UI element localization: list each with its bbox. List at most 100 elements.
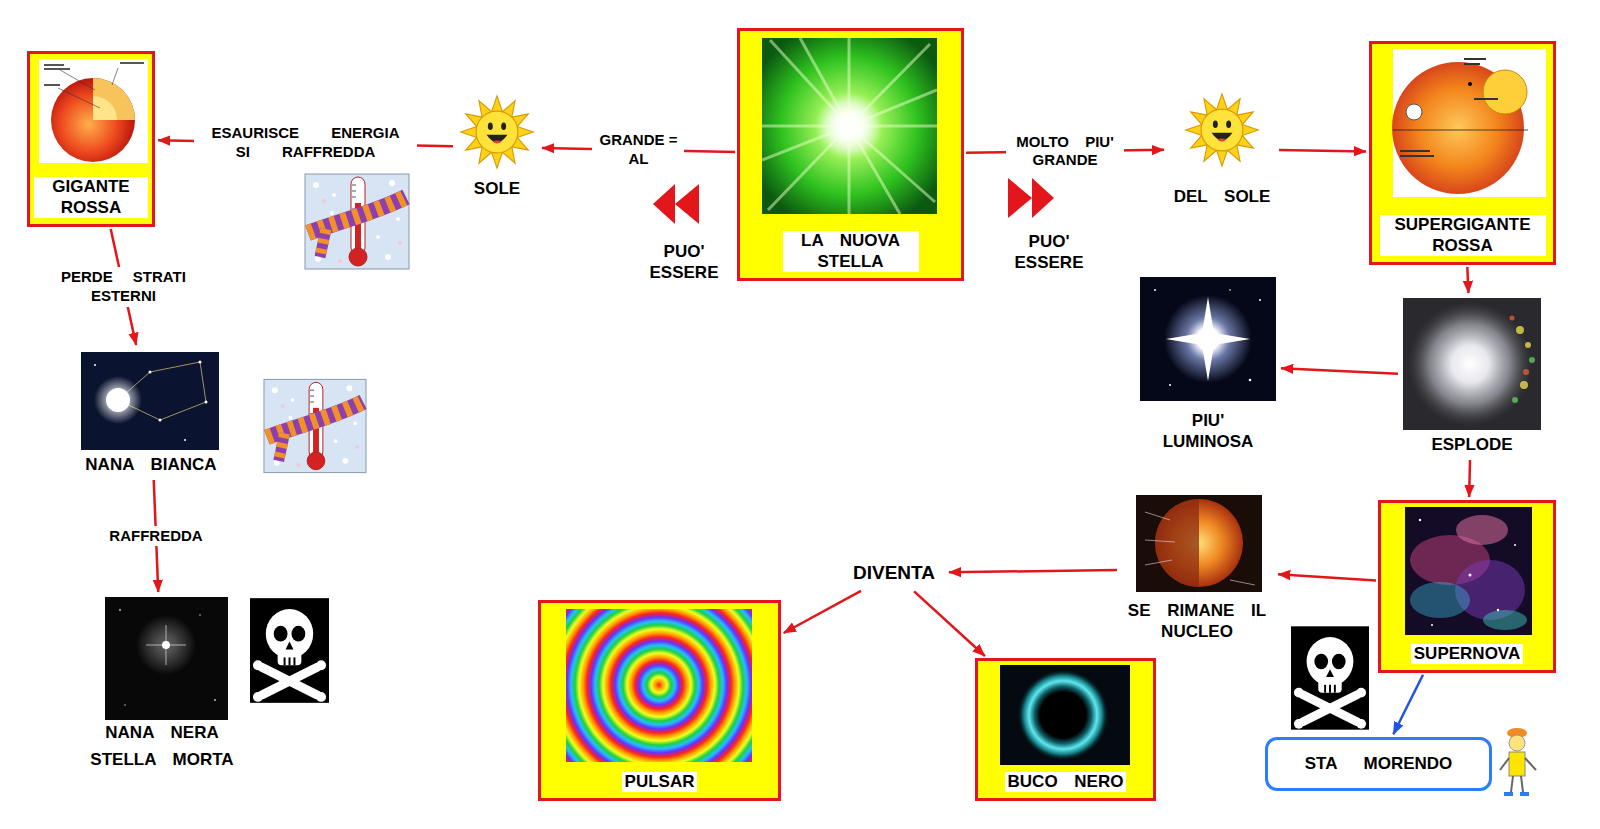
flow-arrow <box>784 591 861 633</box>
red-supergiant-picture <box>1464 58 1486 60</box>
new-star-picture <box>849 126 935 202</box>
supernova-picture <box>1405 507 1532 635</box>
new-star-picture <box>848 38 851 126</box>
skull-icon <box>1291 626 1369 729</box>
black-dwarf-picture <box>214 699 216 701</box>
red-supergiant-picture <box>1406 104 1422 120</box>
flow-arrow <box>1281 368 1398 373</box>
stage-caption: BUCO NERO <box>1005 772 1127 792</box>
pulsar-picture <box>566 609 752 762</box>
black-dwarf-picture <box>146 625 186 665</box>
red-supergiant-picture <box>1392 49 1546 197</box>
red-giant-picture <box>112 68 118 85</box>
supernova-picture <box>1483 610 1527 630</box>
flow-arrow <box>1278 574 1376 580</box>
forward-symbol <box>1008 178 1054 218</box>
supernova-picture <box>1455 560 1525 620</box>
supernova-picture <box>1419 519 1421 521</box>
stage-figure: PIU' LUMINOSA <box>1138 275 1278 455</box>
stage-caption: PULSAR <box>622 772 698 792</box>
bright-star-picture <box>1229 289 1231 291</box>
core-picture <box>1145 560 1172 565</box>
explosion-picture <box>1403 298 1541 430</box>
core-picture <box>1145 512 1255 585</box>
white-dwarf-picture <box>199 361 202 364</box>
white-dwarf-picture <box>94 376 142 424</box>
stage-figure: ESPLODE <box>1400 296 1544 458</box>
new-star-picture <box>849 44 930 126</box>
flow-arrow <box>1393 675 1423 735</box>
black-dwarf-picture <box>105 597 228 720</box>
explosion-picture <box>1516 326 1524 334</box>
stage-box: PULSAR <box>538 600 781 801</box>
red-giant-picture <box>44 64 64 66</box>
arrow-label: RAFFREDDA <box>105 526 206 547</box>
stage-caption: SUPERGIGANTE ROSSA <box>1380 215 1546 256</box>
black-dwarf-picture <box>162 641 170 649</box>
red-giant-picture <box>51 78 135 162</box>
stage-caption: DIVENTA <box>853 562 935 585</box>
white-dwarf-picture <box>106 388 130 412</box>
black-hole-picture <box>1000 665 1130 765</box>
supernova-picture <box>1419 519 1516 626</box>
skull-icon <box>250 598 329 703</box>
bright-star-picture <box>1154 289 1156 291</box>
stage-caption: GIGANTE ROSSA <box>34 177 148 218</box>
bright-star-picture <box>1164 295 1252 383</box>
stage-figure: NANA BIANCA <box>71 348 231 478</box>
explosion-picture <box>1516 326 1531 389</box>
forward-symbol <box>1008 178 1054 218</box>
stage-box: LA NUOVA STELLA <box>737 28 964 281</box>
mascot-figure <box>1500 758 1509 770</box>
bright-star-picture <box>1169 384 1171 386</box>
sun-icon <box>1186 94 1258 166</box>
supernova-picture <box>1410 535 1490 585</box>
stage-caption: STA MORENDO <box>1305 754 1453 774</box>
white-dwarf-picture <box>118 362 206 420</box>
explosion-picture <box>1512 357 1535 403</box>
supernova-picture <box>1405 507 1532 635</box>
stage-box: BUCO NERO <box>975 658 1156 801</box>
sun-icon <box>461 96 533 168</box>
red-giant-picture <box>58 88 100 108</box>
new-star-picture <box>768 126 849 210</box>
rewind-symbol <box>653 184 699 224</box>
new-star-picture <box>849 90 937 126</box>
new-star-picture <box>762 125 849 128</box>
red-giant-picture <box>39 59 148 163</box>
black-dwarf-picture <box>199 614 201 616</box>
arrow-label-holder: GRANDE = AL <box>592 130 684 170</box>
black-dwarf-picture <box>166 625 167 665</box>
supernova-picture <box>1431 624 1433 626</box>
red-supergiant-picture <box>1483 70 1527 114</box>
white-dwarf-picture <box>159 419 162 422</box>
white-dwarf-picture <box>94 364 96 366</box>
new-star-picture <box>762 38 937 214</box>
red-supergiant-picture <box>1392 62 1524 194</box>
red-supergiant-picture <box>1474 98 1498 100</box>
arrow-label-holder: ESAURISCE ENERGIA SI RAFFREDDA <box>194 123 417 163</box>
supernova-picture <box>1410 515 1527 630</box>
stage-figure: NANA NERASTELLA MORTA <box>77 595 247 773</box>
red-supergiant-picture <box>1400 58 1498 157</box>
explosion-picture <box>1408 302 1535 426</box>
new-star-picture <box>762 36 937 214</box>
red-supergiant-picture <box>1400 155 1434 157</box>
red-supergiant-picture <box>1393 49 1546 197</box>
stage-caption: NANA BIANCA <box>85 455 216 475</box>
cold-thermometer-icon <box>264 379 366 472</box>
stage-caption: STELLA MORTA <box>90 750 233 770</box>
pulsar-picture <box>566 609 752 762</box>
arrow-label-holder: PERDE STRATI ESTERNI <box>44 267 202 307</box>
red-giant-picture <box>120 62 144 64</box>
core-picture <box>1230 580 1255 585</box>
white-dwarf-picture <box>184 439 186 441</box>
flow-arrow <box>1468 460 1471 497</box>
red-giant-picture <box>44 84 60 86</box>
flow-arrow <box>1279 150 1366 151</box>
black-hole-picture <box>1000 665 1130 765</box>
arrow-label: GRANDE = AL <box>592 130 684 170</box>
white-dwarf-picture <box>81 352 219 450</box>
red-giant-picture <box>93 96 117 120</box>
